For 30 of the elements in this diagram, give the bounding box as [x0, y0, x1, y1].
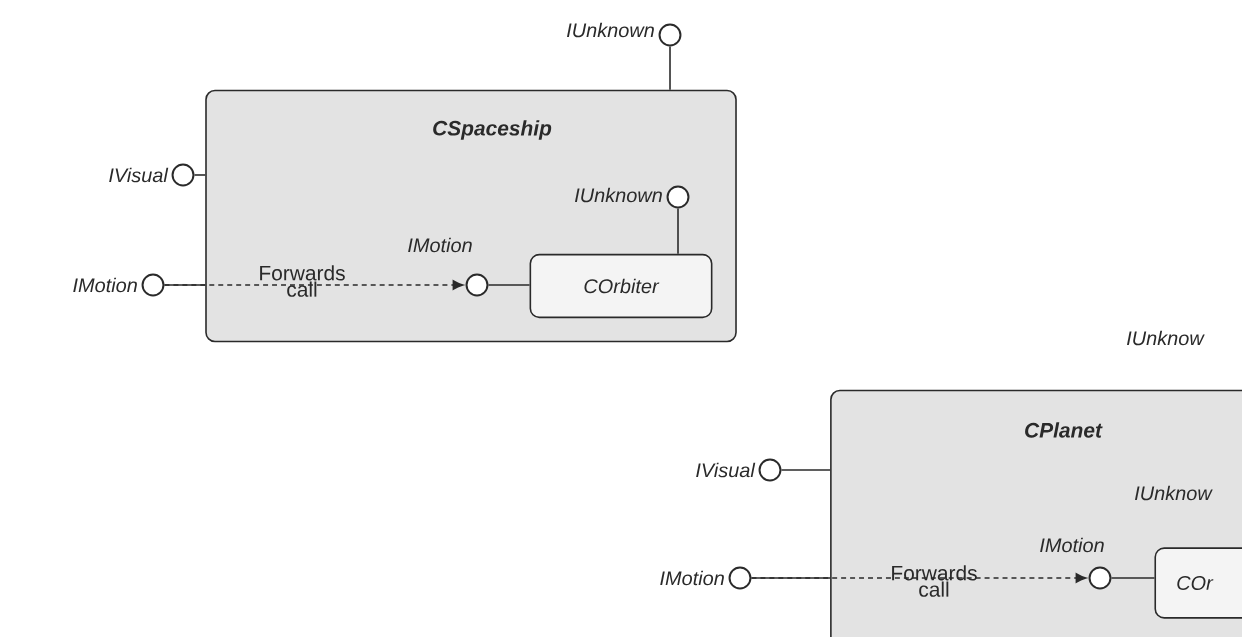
- inner-object-box: COr: [1154, 547, 1242, 619]
- connector: [1110, 577, 1156, 579]
- edge-label: Forwards call: [260, 265, 345, 297]
- interface-circle: [728, 566, 752, 590]
- interface-label: IUnknow: [1135, 485, 1213, 501]
- connector: [193, 174, 206, 176]
- interface-circle: [758, 458, 782, 482]
- interface-label: IMotion: [660, 570, 724, 586]
- interface-label: IMotion: [73, 277, 137, 293]
- inner-object-box: COrbiter: [529, 253, 713, 319]
- interface-label: IUnknown: [567, 22, 654, 38]
- connector: [163, 280, 464, 290]
- connector: [487, 284, 531, 286]
- interface-circle: [658, 23, 682, 47]
- interface-circle: [1088, 566, 1112, 590]
- interface-label: IUnknow: [1127, 330, 1205, 346]
- interface-label: IMotion: [408, 237, 472, 253]
- connector: [750, 573, 1087, 583]
- edge-label: Forwards call: [892, 565, 977, 597]
- interface-label: IUnknown: [575, 187, 662, 203]
- interface-label: IVisual: [696, 462, 756, 478]
- interface-circle: [141, 273, 165, 297]
- connector: [780, 469, 831, 471]
- connector: [677, 207, 679, 255]
- interface-label: IMotion: [1040, 537, 1104, 553]
- interface-circle: [465, 273, 489, 297]
- interface-circle: [171, 163, 195, 187]
- interface-label: IVisual: [109, 167, 169, 183]
- interface-circle: [666, 185, 690, 209]
- connector: [669, 45, 671, 91]
